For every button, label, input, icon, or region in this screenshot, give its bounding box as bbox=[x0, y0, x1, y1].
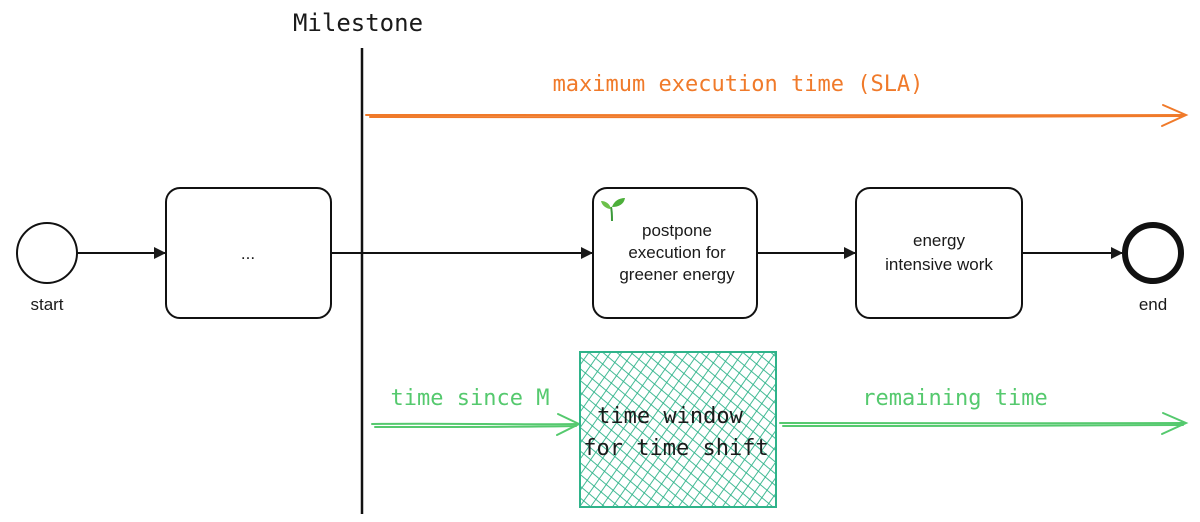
task-postpone-line-1: postpone bbox=[642, 221, 712, 240]
end-label: end bbox=[1139, 295, 1167, 314]
sla-arrow bbox=[365, 104, 1189, 127]
time-since-label: time since M bbox=[391, 386, 550, 411]
task-energy[interactable]: energy intensive work bbox=[855, 187, 1023, 319]
task-postpone[interactable]: postpone execution for greener energy bbox=[592, 187, 758, 319]
task-energy-line-1: energy bbox=[913, 231, 965, 250]
task-ellipsis-label: ... bbox=[241, 244, 255, 263]
task-ellipsis[interactable]: ... bbox=[165, 187, 332, 319]
remaining-time-label: remaining time bbox=[862, 386, 1047, 411]
task-postpone-line-3: greener energy bbox=[619, 265, 735, 284]
sprout-icon bbox=[601, 198, 625, 222]
time-window-line-1: time window bbox=[597, 404, 743, 429]
task-energy-line-2: intensive work bbox=[885, 255, 993, 274]
sla-label: maximum execution time (SLA) bbox=[553, 72, 924, 97]
start-label: start bbox=[30, 295, 63, 314]
start-event[interactable] bbox=[16, 222, 78, 284]
end-event[interactable] bbox=[1122, 222, 1184, 284]
remaining-time-arrow bbox=[779, 412, 1189, 435]
task-postpone-line-2: execution for bbox=[628, 243, 726, 262]
time-window-box bbox=[579, 351, 777, 508]
time-window-line-2: for time shift bbox=[583, 436, 768, 461]
milestone-label: Milestone bbox=[293, 9, 423, 37]
time-since-arrow bbox=[371, 413, 582, 436]
